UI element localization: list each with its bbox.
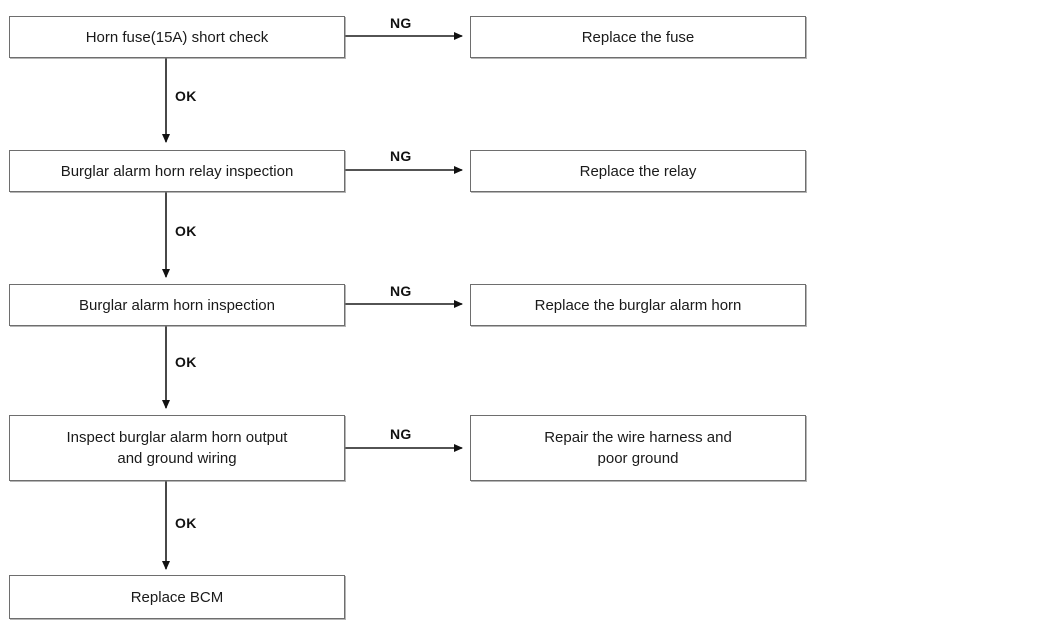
step-box-output-ground-wiring[interactable]: Inspect burglar alarm horn output and gr… bbox=[9, 415, 345, 481]
edge-label-ng-1: NG bbox=[390, 15, 412, 31]
step-box-label: Burglar alarm horn relay inspection bbox=[60, 162, 294, 180]
edge-label-ng-2: NG bbox=[390, 148, 412, 164]
outcome-box-replace-horn[interactable]: Replace the burglar alarm horn bbox=[470, 284, 806, 326]
step-box-label: Inspect burglar alarm horn output and gr… bbox=[66, 429, 288, 467]
step-box-replace-bcm[interactable]: Replace BCM bbox=[9, 575, 345, 619]
edge-label-ok-1: OK bbox=[175, 88, 197, 104]
step-box-relay-inspection[interactable]: Burglar alarm horn relay inspection bbox=[9, 150, 345, 192]
edge-label-ok-2: OK bbox=[175, 223, 197, 239]
outcome-box-repair-harness[interactable]: Repair the wire harness and poor ground bbox=[470, 415, 806, 481]
step-box-label: Horn fuse(15A) short check bbox=[85, 28, 269, 46]
outcome-box-replace-fuse[interactable]: Replace the fuse bbox=[470, 16, 806, 58]
edge-label-ng-3: NG bbox=[390, 283, 412, 299]
outcome-box-label: Replace the relay bbox=[579, 162, 697, 180]
outcome-box-replace-relay[interactable]: Replace the relay bbox=[470, 150, 806, 192]
step-box-label: Burglar alarm horn inspection bbox=[79, 296, 275, 314]
outcome-box-label: Replace the fuse bbox=[581, 28, 695, 46]
outcome-box-label: Replace the burglar alarm horn bbox=[534, 296, 742, 314]
step-box-horn-inspection[interactable]: Burglar alarm horn inspection bbox=[9, 284, 345, 326]
edge-label-ok-3: OK bbox=[175, 354, 197, 370]
step-box-label: Replace BCM bbox=[130, 588, 224, 606]
step-box-horn-fuse-check[interactable]: Horn fuse(15A) short check bbox=[9, 16, 345, 58]
edge-label-ng-4: NG bbox=[390, 426, 412, 442]
outcome-box-label: Repair the wire harness and poor ground bbox=[544, 429, 732, 467]
edge-label-ok-4: OK bbox=[175, 515, 197, 531]
